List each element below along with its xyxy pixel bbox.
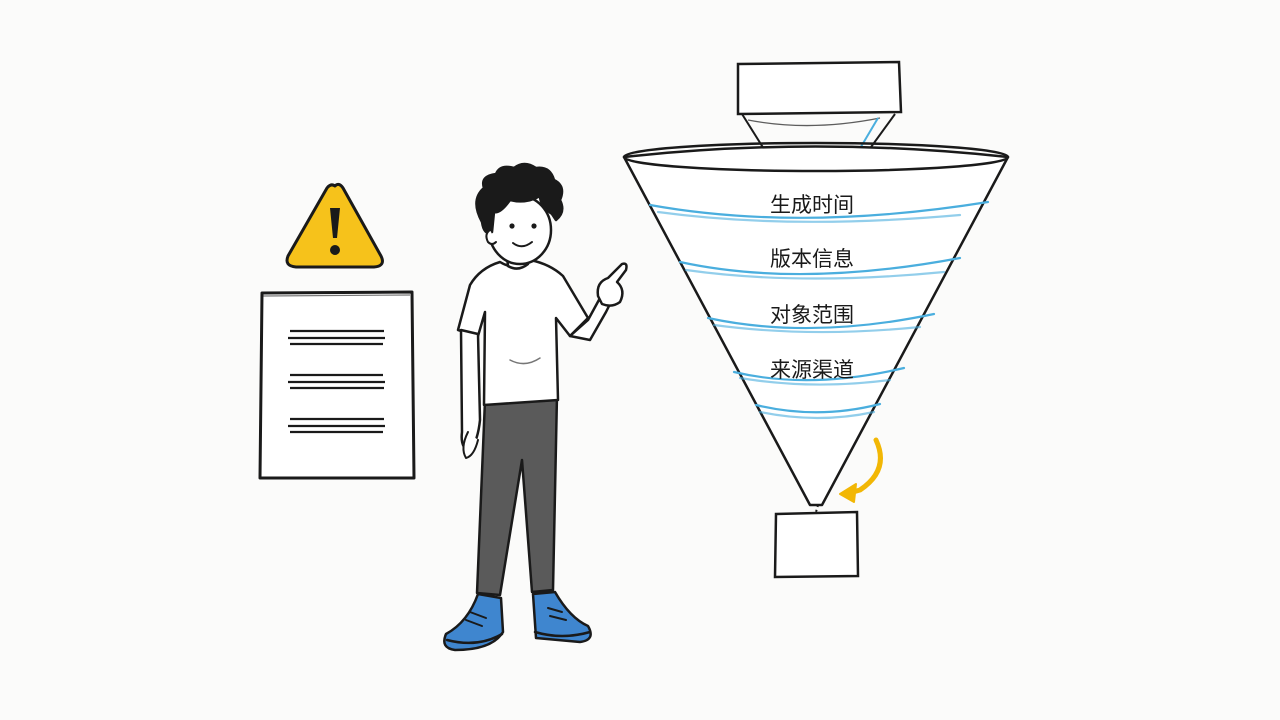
- person-figure: [443, 162, 628, 652]
- funnel-layer-label: 对象范围: [770, 303, 854, 327]
- document-icon: [258, 290, 416, 480]
- funnel-layer-label: 版本信息: [770, 247, 854, 271]
- pointing-hand: [596, 262, 628, 307]
- funnel-diagram: 生成时间 版本信息 对象范围 来源渠道: [622, 60, 1010, 579]
- curved-arrow-icon: [839, 437, 883, 503]
- person-hair: [475, 162, 564, 235]
- funnel-layer-label: 生成时间: [770, 193, 854, 217]
- funnel-water-waves: [648, 200, 990, 420]
- funnel-cone: [622, 145, 1010, 507]
- funnel-hopper: [736, 60, 903, 116]
- warning-triangle-icon: [285, 182, 384, 269]
- document-text-lines: [288, 329, 385, 434]
- person-pants: [475, 393, 559, 597]
- right-shoe: [531, 590, 592, 644]
- funnel-output-box: [773, 510, 860, 579]
- left-shoe: [443, 592, 505, 652]
- funnel-layer-label: 来源渠道: [770, 358, 854, 382]
- person-left-arm: [459, 328, 482, 454]
